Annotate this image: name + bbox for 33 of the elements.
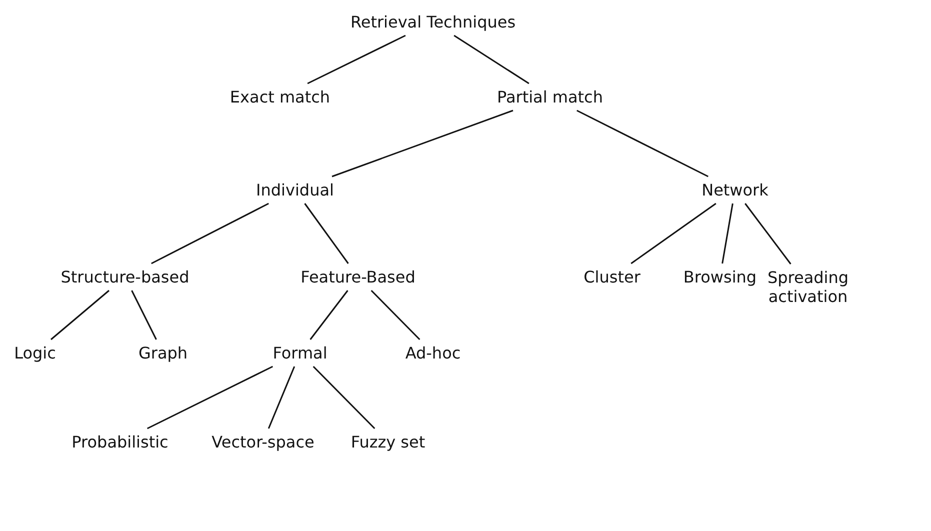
node-label: Fuzzy set bbox=[350, 432, 426, 452]
connector-line bbox=[50, 290, 110, 340]
node-label: Structure-based bbox=[60, 268, 190, 286]
connector-line bbox=[576, 110, 708, 178]
connector-line bbox=[310, 290, 348, 340]
node-label: Graph bbox=[138, 344, 188, 362]
connector-line bbox=[312, 366, 376, 430]
connector-line bbox=[304, 203, 349, 264]
connector-line bbox=[268, 366, 296, 429]
connector-line bbox=[722, 203, 734, 264]
connector-line bbox=[744, 203, 792, 264]
connector-line bbox=[151, 202, 269, 264]
node-label: Probabilistic bbox=[72, 432, 168, 452]
connector-line bbox=[146, 366, 274, 430]
node-label: Cluster bbox=[584, 268, 640, 286]
connector-line bbox=[332, 110, 514, 178]
node-label: Browsing bbox=[683, 268, 757, 286]
node-label: Retrieval Techniques bbox=[350, 12, 516, 32]
node-label: Formal bbox=[272, 344, 328, 362]
node-label: Vector-space bbox=[212, 432, 314, 452]
connector-line bbox=[307, 34, 406, 84]
connector-line bbox=[131, 290, 157, 340]
connector-line bbox=[454, 34, 530, 84]
node-label: Spreading activation bbox=[763, 268, 853, 306]
node-label: Network bbox=[702, 180, 768, 200]
connector-line bbox=[630, 202, 716, 264]
node-label: Partial match bbox=[497, 88, 603, 106]
node-label: Exact match bbox=[230, 88, 330, 106]
node-label: Ad-hoc bbox=[405, 344, 461, 362]
node-label: Feature-Based bbox=[300, 268, 416, 286]
connector-line bbox=[370, 290, 420, 340]
node-label: Individual bbox=[256, 180, 334, 200]
node-label: Logic bbox=[14, 344, 56, 362]
